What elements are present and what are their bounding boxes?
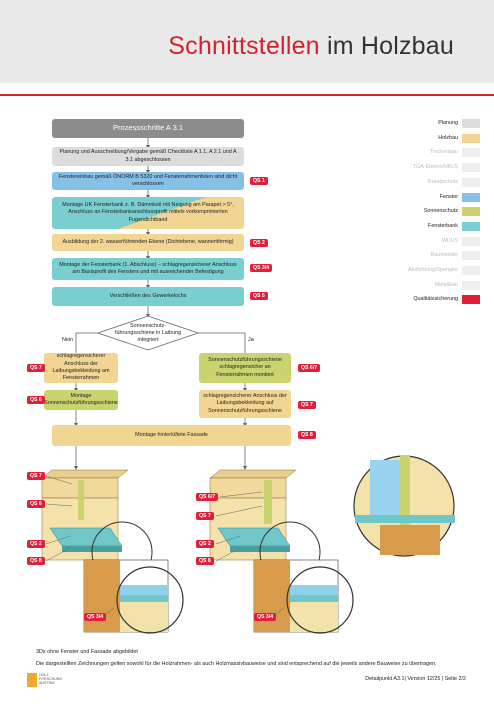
legend-swatch <box>462 207 480 217</box>
title-highlight: Schnittstellen <box>168 32 320 60</box>
legend-item: WDVS <box>350 236 480 248</box>
legend-item: Holzbau <box>350 133 480 145</box>
page-info: Detailpunkt A3.1| Version 12/25 | Seite … <box>365 676 466 682</box>
legend-label: Holzbau <box>438 134 458 141</box>
legend-label: Trockenbau <box>429 149 458 156</box>
qs-badge: QS 7 <box>27 472 45 481</box>
detail-left-section <box>83 559 184 634</box>
legend-label: WDVS <box>441 237 458 244</box>
step-close-gap: Verschließen des Gewerkelochs <box>52 287 244 306</box>
process-header: Prozessschritte A 3.1 <box>52 119 244 138</box>
legend-label: Baumeister <box>430 252 458 259</box>
legend-swatch <box>462 133 480 143</box>
legend-item: Planung <box>350 119 480 130</box>
legend-label: Metallbau <box>434 281 458 288</box>
qs-badge: QS 6/7 <box>196 493 219 502</box>
legend-swatch <box>462 266 480 275</box>
logo: HOLZ FORSCHUNG AUSTRIA <box>27 673 67 687</box>
step-facade: Montage hinterlüftete Fassade <box>52 425 291 446</box>
legend-label: Planung <box>438 120 458 126</box>
qs-badge: QS 6/7 <box>298 364 321 373</box>
decision-label: Sonnenschutz-führungsschiene in Laibung … <box>115 322 181 344</box>
legend-label: Brandschutz <box>428 178 458 185</box>
footer-caption: Die dargestellten Zeichnungen gelten sow… <box>36 661 437 667</box>
legend-label: TGA-Elektro/HKLS <box>412 164 458 171</box>
legend-swatch <box>462 295 480 305</box>
step-planning: Planung und Ausschreibung/Vergabe gemäß … <box>52 147 244 166</box>
legend-item: Qualitätssicherung <box>350 295 480 306</box>
qs-badge: QS 2 <box>250 239 268 248</box>
right-step-rail: Sonnenschutzführungsschiene schlagregens… <box>199 353 291 383</box>
legend-label: Fenster <box>439 193 458 200</box>
qs-badge: QS 8 <box>298 431 316 440</box>
qs-badge: QS 7 <box>196 512 214 521</box>
header-bar <box>0 0 494 83</box>
logo-text: HOLZ FORSCHUNG AUSTRIA <box>39 673 63 685</box>
logo-mark <box>27 673 37 687</box>
legend-swatch <box>462 192 480 202</box>
qs-badge: QS 5 <box>250 292 268 301</box>
legend-swatch <box>462 163 480 173</box>
legend-label: Abdichtung/Spengler <box>407 267 458 273</box>
decision-diamond <box>96 315 200 351</box>
detail-left-3d <box>41 469 153 583</box>
footer-note: 3Ds ohne Fenster und Fassade abgebildet <box>36 649 138 655</box>
qs-badge: QS 8 <box>196 557 214 566</box>
legend-item: Trockenbau <box>350 148 480 159</box>
legend-label: Sonnenschutz <box>423 208 458 215</box>
qs-badge: QS 3/4 <box>254 613 277 622</box>
legend-swatch <box>462 148 480 158</box>
legend-item: Fenster <box>350 192 480 204</box>
qs-badge: QS 3/4 <box>84 613 107 622</box>
legend-item: Metallbau <box>350 280 480 292</box>
qs-badge: QS 3/4 <box>250 264 273 273</box>
detail-right-section <box>253 559 354 634</box>
step-sill-mount: Montage der Fensterbank (1. Abschluss) –… <box>52 258 244 280</box>
legend-item: Baumeister <box>350 251 480 262</box>
legend-item: Brandschutz <box>350 177 480 189</box>
step-drainage-layer: Ausbildung der 2. wasserführenden Ebene … <box>52 234 244 251</box>
qs-badge: QS 7 <box>27 364 45 373</box>
accent-divider <box>0 94 494 96</box>
branch-yes: Ja <box>248 337 254 343</box>
legend-swatch <box>462 119 480 128</box>
qs-badge: QS 2 <box>27 540 45 549</box>
qs-badge: QS 6 <box>27 396 45 405</box>
qs-badge: QS 1 <box>250 177 268 186</box>
legend-swatch <box>462 251 480 261</box>
right-step-reveal: schlagregensicherer Anschluss der Laibun… <box>199 390 291 418</box>
legend-label: Fensterbank <box>428 222 458 229</box>
left-step-rail: Montage Sonnenschutzführungsschiene <box>44 390 118 410</box>
branch-no: Nein <box>62 337 74 343</box>
legend-swatch <box>462 221 480 231</box>
legend-item: Sonnenschutz <box>350 207 480 218</box>
step-sill-substructure: Montage UK Fensterbank z. B. Dämmkeil mi… <box>52 197 244 229</box>
step-window-install: Fenstereinbau gemäß ÖNORM B 5320 und Fen… <box>52 172 244 190</box>
qs-badge: QS 7 <box>298 401 316 410</box>
legend-swatch <box>462 177 480 187</box>
detail-zoom-section <box>353 455 455 557</box>
legend-item: TGA-Elektro/HKLS <box>350 163 480 174</box>
title-rest: im Holzbau <box>326 32 454 60</box>
qs-badge: QS 2 <box>196 540 214 549</box>
legend-item: Fensterbank <box>350 221 480 233</box>
legend-swatch <box>462 280 480 290</box>
left-step-reveal: schlagregensicherer Anschluss der Laibun… <box>44 353 118 383</box>
legend-label: Qualitätssicherung <box>413 296 458 303</box>
legend-item: Abdichtung/Spengler <box>350 266 480 277</box>
page-title: Schnittstellen im Holzbau <box>168 32 454 61</box>
legend-swatch <box>462 236 480 246</box>
qs-badge: QS 6 <box>27 500 45 509</box>
qs-badge: QS 8 <box>27 557 45 566</box>
detail-right-3d <box>209 469 321 583</box>
